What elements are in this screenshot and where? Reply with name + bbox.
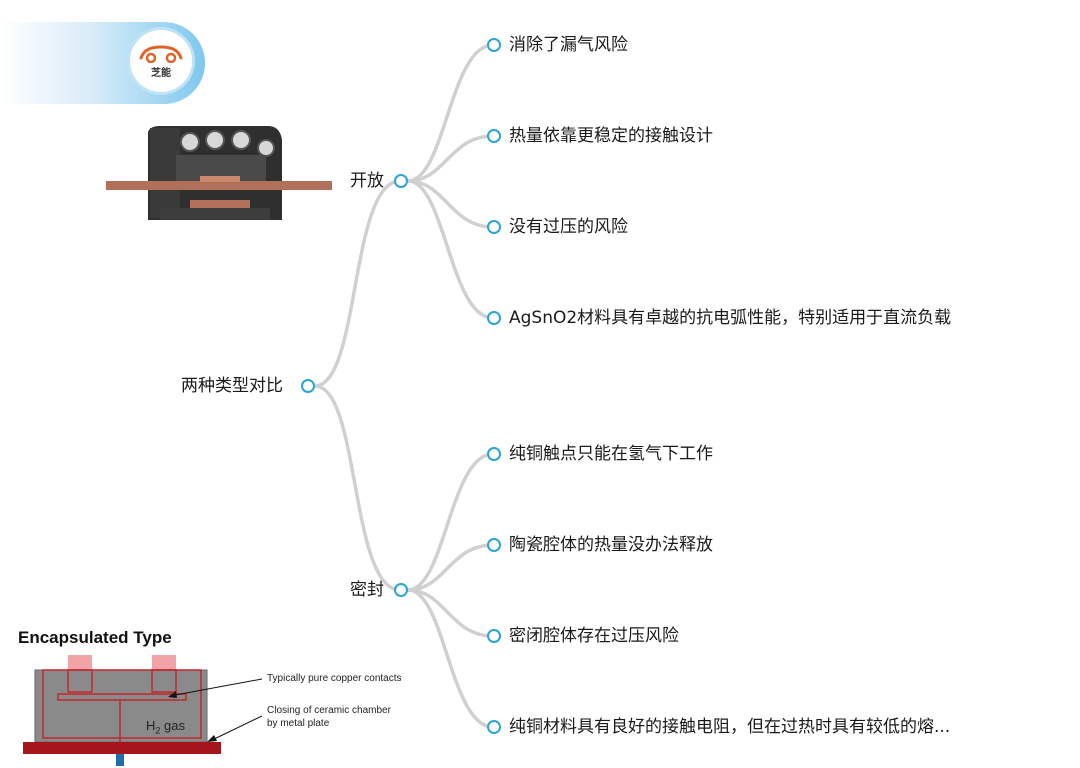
connector-sealed-4: [406, 588, 495, 729]
connector-sealed-1: [406, 452, 495, 592]
leaf-sealed-1-dot[interactable]: [487, 447, 501, 461]
gas-subscript: 2: [155, 725, 161, 736]
branch-sealed-dot[interactable]: [394, 583, 408, 597]
leaf-sealed-1[interactable]: 纯铜触点只能在氢气下工作: [509, 444, 713, 464]
leaf-open-1[interactable]: 消除了漏气风险: [509, 35, 628, 55]
connector-root-open: [313, 179, 402, 388]
leaf-open-4-dot[interactable]: [487, 311, 501, 325]
gas-label: H2 gas: [146, 718, 185, 736]
car-icon: [139, 45, 183, 63]
branch-sealed-label[interactable]: 密封: [350, 580, 384, 600]
connector-sealed-3: [406, 588, 495, 638]
connector-sealed-2: [406, 543, 495, 592]
leaf-open-4[interactable]: AgSnO2材料具有卓越的抗电弧性能，特别适用于直流负载: [509, 308, 952, 328]
leaf-sealed-4[interactable]: 纯铜材料具有良好的接触电阻，但在过热时具有较低的熔...: [509, 717, 951, 737]
branch-open-dot[interactable]: [394, 174, 408, 188]
note-closing-line-1: Closing of ceramic chamber: [267, 705, 391, 716]
gas-suffix: gas: [160, 718, 185, 733]
leaf-sealed-3[interactable]: 密闭腔体存在过压风险: [509, 626, 679, 646]
connector-open-3: [406, 179, 495, 229]
leaf-sealed-2-dot[interactable]: [487, 538, 501, 552]
leaf-sealed-3-dot[interactable]: [487, 629, 501, 643]
node-rings: [301, 38, 501, 734]
note-contacts: Typically pure copper contacts: [267, 673, 402, 684]
connector-open-2: [406, 134, 495, 183]
note-closing-line-2: by metal plate: [267, 718, 330, 729]
leaf-open-3-dot[interactable]: [487, 220, 501, 234]
encapsulated-title: Encapsulated Type: [18, 628, 172, 647]
gas-prefix: H: [146, 718, 156, 733]
open-relay-illustration: [106, 126, 332, 220]
leaf-open-3[interactable]: 没有过压的风险: [509, 217, 628, 237]
leaf-sealed-2[interactable]: 陶瓷腔体的热量没办法释放: [509, 535, 713, 555]
connector-open-1: [406, 43, 495, 183]
branch-open-label[interactable]: 开放: [350, 171, 384, 191]
connector-open-4: [406, 179, 495, 320]
root-node-label[interactable]: 两种类型对比: [181, 376, 283, 396]
root-node-dot[interactable]: [301, 379, 315, 393]
leaf-open-1-dot[interactable]: [487, 38, 501, 52]
leaf-sealed-4-dot[interactable]: [487, 720, 501, 734]
connector-root-sealed: [313, 384, 402, 592]
leaf-open-2[interactable]: 热量依靠更稳定的接触设计: [509, 126, 713, 146]
connectors: [313, 43, 495, 729]
leaf-open-2-dot[interactable]: [487, 129, 501, 143]
brand-logo: 芝能: [130, 30, 192, 92]
logo-text: 芝能: [151, 68, 171, 79]
encapsulated-illustration: [23, 655, 263, 766]
